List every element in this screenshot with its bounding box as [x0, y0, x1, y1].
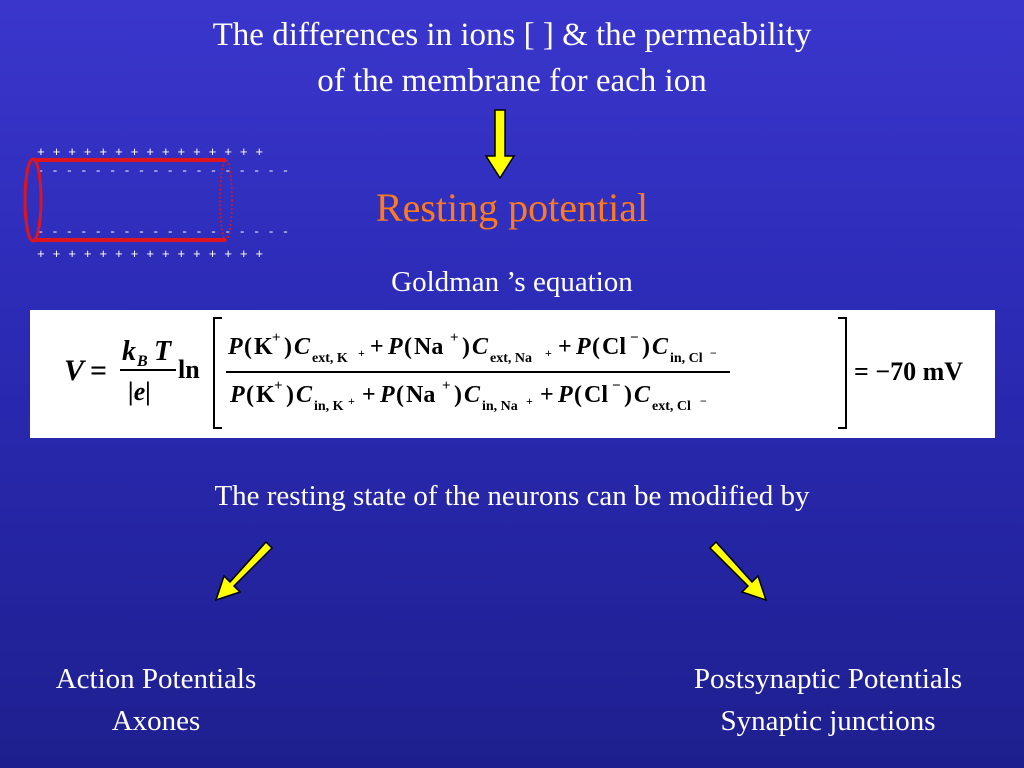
eq-den-k: K	[256, 382, 275, 408]
svg-text:): )	[284, 334, 292, 360]
arrow-down-icon	[484, 109, 516, 180]
arrow-down-right-icon	[708, 540, 768, 602]
postsynaptic-potentials-label: Postsynaptic Potentials	[693, 663, 963, 695]
eq-e: |e|	[128, 377, 151, 406]
eq-num-na: Na	[414, 334, 443, 360]
eq-num-p3: P	[575, 334, 591, 360]
eq-v-symbol: V	[64, 354, 87, 387]
eq-num-sub-2-charge: +	[545, 346, 552, 360]
svg-text:(: (	[396, 382, 404, 408]
eq-den-p1: P	[229, 382, 245, 408]
eq-k-sub: B	[136, 353, 148, 370]
eq-den-na-charge: +	[442, 378, 451, 394]
eq-num-plus-1: +	[370, 334, 384, 360]
svg-text:): )	[624, 382, 632, 408]
slide-title: The differences in ions [ ] & the permea…	[0, 12, 1024, 104]
svg-text:(: (	[592, 334, 600, 360]
action-potentials-label: Action Potentials	[55, 663, 257, 695]
eq-num-sub-1-charge: +	[358, 346, 365, 360]
axones-label: Axones	[111, 705, 201, 737]
eq-num-sub-2: ext, Na	[490, 351, 532, 366]
eq-den-sub-1-charge: +	[348, 394, 355, 408]
eq-num-cl: Cl	[602, 334, 626, 360]
goldman-equation-label: Goldman ’s equation	[391, 266, 633, 298]
eq-den-cl: Cl	[584, 382, 608, 408]
eq-ln: ln	[178, 355, 200, 384]
title-line-1: The differences in ions [ ] & the permea…	[212, 17, 812, 53]
eq-num-c2: C	[472, 334, 489, 360]
eq-den-sub-2: in, Na	[482, 399, 518, 414]
goldman-equation-formula: V = k B T |e| ln P ( K + ) C ext, K + + …	[64, 317, 963, 429]
title-line-2: of the membrane for each ion	[317, 63, 707, 99]
svg-text:): )	[286, 382, 294, 408]
membrane-bottom-plus: + + + + + + + + + + + + + + +	[37, 247, 264, 262]
modified-by-statement: The resting state of the neurons can be …	[214, 480, 810, 512]
eq-den-sub-2-charge: +	[526, 394, 533, 408]
eq-den-p2: P	[379, 382, 395, 408]
svg-text:): )	[642, 334, 650, 360]
arrow-down-left-icon	[214, 540, 274, 602]
eq-den-na: Na	[406, 382, 435, 408]
eq-num-k-charge: +	[272, 330, 281, 346]
eq-den-sub-3: ext, Cl	[652, 399, 691, 414]
eq-den-cl-charge: −	[612, 378, 621, 394]
eq-equals-1: =	[90, 354, 107, 387]
eq-den-k-charge: +	[274, 378, 283, 394]
eq-num-p1: P	[227, 334, 243, 360]
resting-potential-heading: Resting potential	[375, 185, 649, 230]
membrane-bottom-minus: - - - - - - - - - - - - - - - - - -	[37, 225, 290, 239]
eq-num-cl-charge: −	[630, 330, 639, 346]
eq-den-p3: P	[557, 382, 573, 408]
eq-num-p2: P	[387, 334, 403, 360]
eq-den-plus-1: +	[362, 382, 376, 408]
synaptic-junctions-label: Synaptic junctions	[720, 705, 936, 737]
eq-num-c1: C	[294, 334, 311, 360]
svg-text:(: (	[244, 334, 252, 360]
eq-den-sub-1: in, K	[314, 399, 344, 414]
eq-num-plus-2: +	[558, 334, 572, 360]
eq-den-plus-2: +	[540, 382, 554, 408]
goldman-equation-panel: V = k B T |e| ln P ( K + ) C ext, K + + …	[30, 310, 995, 438]
svg-text:(: (	[574, 382, 582, 408]
svg-text:(: (	[404, 334, 412, 360]
eq-num-k: K	[254, 334, 273, 360]
eq-denominator: P ( K + ) C in, K + + P ( Na + ) C in, N…	[229, 378, 707, 414]
svg-text:): )	[462, 334, 470, 360]
eq-den-c3: C	[634, 382, 651, 408]
eq-numerator: P ( K + ) C ext, K + + P ( Na + ) C ext,…	[227, 330, 717, 366]
eq-num-sub-3-charge: −	[710, 346, 717, 360]
action-potentials-block: Action Potentials Axones	[20, 658, 292, 742]
eq-den-sub-3-charge: −	[700, 394, 707, 408]
eq-den-c2: C	[464, 382, 481, 408]
eq-result: = −70 mV	[854, 357, 963, 386]
eq-k: k	[122, 336, 136, 367]
eq-t: T	[154, 336, 173, 367]
svg-text:(: (	[246, 382, 254, 408]
membrane-top-minus: - - - - - - - - - - - - - - - - - -	[37, 164, 290, 178]
eq-num-c3: C	[652, 334, 669, 360]
eq-den-c1: C	[296, 382, 313, 408]
postsynaptic-potentials-block: Postsynaptic Potentials Synaptic junctio…	[660, 658, 996, 742]
membrane-top-plus: + + + + + + + + + + + + + + +	[37, 145, 264, 160]
svg-text:): )	[454, 382, 462, 408]
eq-num-sub-1: ext, K	[312, 351, 348, 366]
eq-num-sub-3: in, Cl	[670, 351, 703, 366]
eq-num-na-charge: +	[450, 330, 459, 346]
membrane-cylinder-diagram	[23, 157, 233, 243]
